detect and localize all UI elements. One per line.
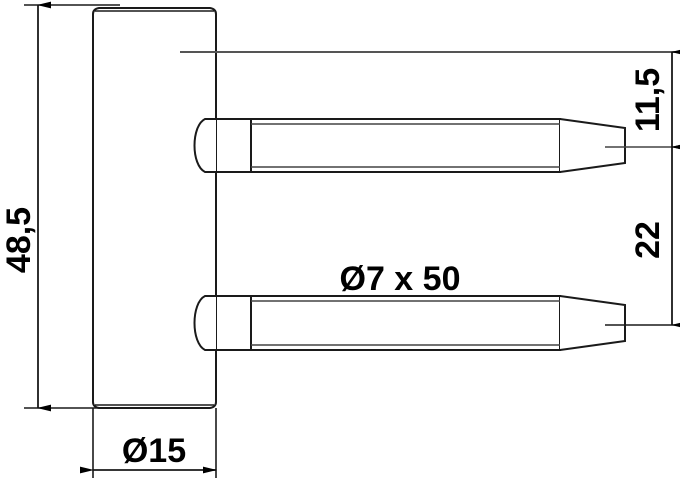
upper-pin-thread-root-lines — [251, 123, 560, 168]
lower-pin-thread-root-lines — [251, 300, 560, 346]
dimension-plate-width: Ø15 — [80, 432, 217, 474]
lower-pin — [193, 295, 626, 351]
upper-pin — [193, 118, 626, 173]
dimension-label-overall-height: 48,5 — [0, 207, 38, 273]
lower-pin-threaded-body — [250, 295, 561, 351]
dimension-label-pin-centre-spacing: 22 — [629, 221, 667, 259]
hinge-plate-outline — [92, 7, 217, 409]
upper-pin-round-head — [193, 118, 216, 173]
annotation-pin-spec: Ø7 x 50 — [340, 260, 461, 298]
upper-pin-conical-tip — [559, 118, 626, 173]
part-geometry — [92, 7, 626, 409]
lower-pin-round-head — [193, 295, 216, 351]
dimension-top-edge-to-upper-pin: 11,5 — [629, 48, 680, 151]
dimension-pin-centre-spacing: 22 — [629, 143, 680, 329]
annotation-label-pin-spec: Ø7 x 50 — [340, 260, 461, 298]
upper-pin-shank-edges — [216, 118, 251, 173]
dimension-label-plate-width: Ø15 — [122, 432, 186, 470]
lower-pin-conical-tip — [559, 295, 626, 351]
upper-pin-threaded-body — [250, 118, 561, 173]
lower-pin-shank-edges — [216, 295, 251, 351]
hinge-plate — [92, 7, 217, 409]
dimension-overall-height: 48,5 — [0, 1, 51, 412]
dimension-label-top-edge-to-upper-pin: 11,5 — [629, 68, 667, 132]
